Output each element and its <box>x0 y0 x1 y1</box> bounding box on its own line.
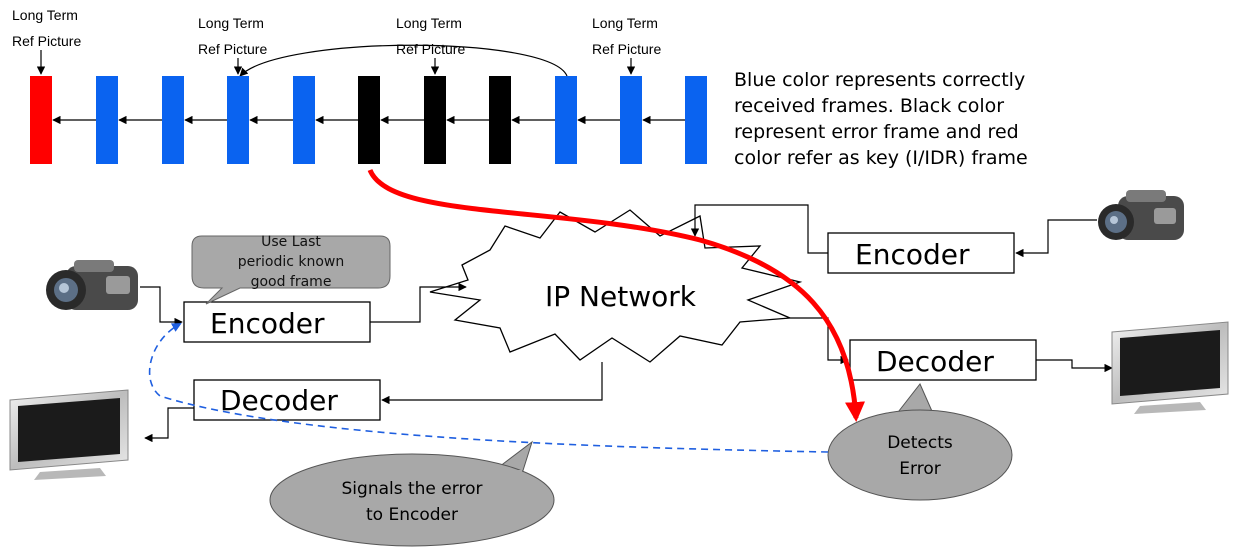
encoder-right-box <box>827 232 1015 274</box>
ltr-label-1: Long Term Ref Picture <box>12 7 81 49</box>
ltr-label-3: Long Term Ref Picture <box>396 15 465 57</box>
monitor-icon <box>9 389 129 480</box>
ltr-label-3-line2: Ref Picture <box>396 41 465 57</box>
monitor-icon <box>1111 321 1229 414</box>
legend-line-2: received frames. Black color <box>734 95 1004 117</box>
connector-left-decoder-to-monitor <box>144 407 194 443</box>
bubble-use-last-line1: Use Last <box>261 234 321 250</box>
frame-bar-9 <box>555 76 577 164</box>
ltr-label-1-line1: Long Term <box>12 7 78 23</box>
error-propagation-path <box>367 168 865 422</box>
error-feedback-path <box>148 323 829 453</box>
bubble-signals-error: Signals the error to Encoder <box>269 440 555 547</box>
bubble-use-last: Use Last periodic known good frame <box>191 234 391 305</box>
frame-bar-8 <box>489 76 511 164</box>
bubble-signals-line1: Signals the error <box>342 479 483 499</box>
ip-network-label: IP Network <box>545 280 697 313</box>
connector-left-camera-to-encoder <box>140 286 183 327</box>
connector-network-to-right-decoder <box>790 317 849 365</box>
frame-bar-2 <box>96 76 118 164</box>
bubble-use-last-line2: periodic known <box>238 254 345 270</box>
connector-right-decoder-to-monitor <box>1036 359 1113 373</box>
bubble-signals-line2: to Encoder <box>366 505 458 525</box>
frame-sequence <box>30 76 707 164</box>
encoder-right-label: Encoder <box>855 238 970 271</box>
frame-bar-5 <box>293 76 315 164</box>
bubble-detects-line2: Error <box>899 459 940 479</box>
legend-line-1: Blue color represents correctly <box>734 69 1025 91</box>
long-term-reference-arc <box>239 44 568 77</box>
legend-line-3: represent error frame and red <box>734 121 1019 143</box>
decoder-right-box <box>849 339 1037 381</box>
decoder-right-label: Decoder <box>876 345 994 378</box>
frame-bar-11 <box>685 76 707 164</box>
bubble-detects-error: Detects Error <box>827 383 1013 501</box>
ltr-label-3-line1: Long Term <box>396 15 462 31</box>
ltr-label-2-line2: Ref Picture <box>198 41 267 57</box>
frame-bar-4 <box>227 76 249 164</box>
frame-bar-10 <box>620 76 642 164</box>
frame-bar-7 <box>424 76 446 164</box>
encoder-left-label: Encoder <box>210 307 325 340</box>
legend-line-4: color refer as key (I/IDR) frame <box>734 147 1028 169</box>
legend: Blue color represents correctly received… <box>734 69 1028 169</box>
camera-icon <box>46 260 138 310</box>
ltr-label-2: Long Term Ref Picture <box>198 15 267 57</box>
connector-network-to-left-decoder <box>381 362 603 405</box>
connector-right-camera-to-encoder <box>1015 219 1097 258</box>
frame-bar-1 <box>30 76 52 164</box>
bubble-use-last-line3: good frame <box>251 274 332 290</box>
camera-icon <box>1098 190 1184 240</box>
encoder-left-box <box>183 301 371 343</box>
bubble-detects-line1: Detects <box>887 433 953 453</box>
ltr-label-4-line1: Long Term <box>592 15 658 31</box>
ltr-label-2-line1: Long Term <box>198 15 264 31</box>
frame-bar-3 <box>162 76 184 164</box>
connector-right-encoder-to-network <box>690 204 828 254</box>
decoder-left-label: Decoder <box>220 384 338 417</box>
frame-bar-6 <box>358 76 380 164</box>
ltr-label-4-line2: Ref Picture <box>592 41 661 57</box>
ltr-label-4: Long Term Ref Picture <box>592 15 661 57</box>
decoder-left-box <box>193 379 381 421</box>
connector-left-encoder-to-network <box>370 282 467 323</box>
ltr-label-1-line2: Ref Picture <box>12 33 81 49</box>
